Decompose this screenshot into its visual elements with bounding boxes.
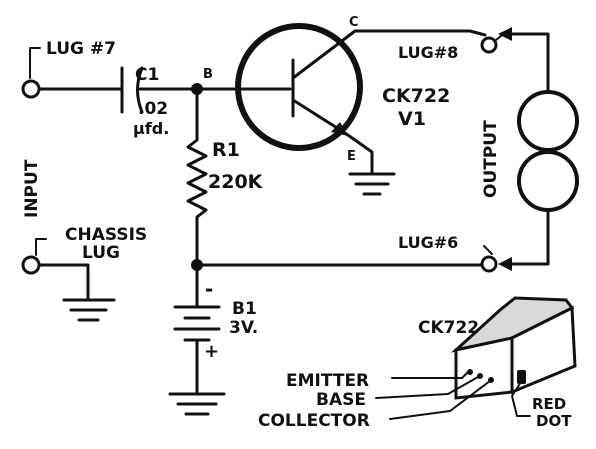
package-title-label: CK722 — [418, 318, 479, 338]
emitter-pin-label: E — [347, 149, 356, 164]
battery-b1 — [168, 263, 226, 416]
red-dot-label-line2: DOT — [536, 412, 572, 430]
lug8-label: LUG#8 — [398, 43, 458, 62]
c1-name-label: C1 — [135, 65, 159, 85]
ck722-package-drawing — [375, 296, 577, 420]
b1-value-label: 3V. — [229, 318, 258, 338]
chassis-lug-terminal — [21, 238, 116, 322]
transistor-v1 — [235, 23, 487, 196]
lug7-terminal — [21, 47, 41, 99]
headphone-output — [498, 27, 579, 271]
r1-resistor — [186, 87, 208, 267]
b1-minus-label: - — [205, 277, 213, 301]
c1-value-label: .02 — [138, 99, 168, 119]
pin-emitter-label: EMITTER — [286, 371, 369, 391]
transistor-ref-label: V1 — [398, 108, 426, 130]
transistor-type-label: CK722 — [382, 85, 450, 107]
chassis-label-line1: CHASSIS — [65, 225, 147, 245]
red-dot-label-line1: RED — [532, 395, 566, 413]
b1-plus-label: + — [204, 341, 219, 362]
pin-collector-label: COLLECTOR — [258, 411, 370, 431]
lug7-label: LUG #7 — [46, 39, 116, 59]
r1-name-label: R1 — [212, 139, 240, 161]
lug6-terminal — [480, 245, 498, 273]
b1-name-label: B1 — [232, 299, 257, 319]
base-pin-label: B — [203, 67, 213, 82]
lug6-label: LUG#6 — [398, 233, 458, 252]
collector-pin-label: C — [349, 15, 359, 30]
c1-unit-label: μfd. — [133, 119, 169, 138]
pin-base-label: BASE — [316, 390, 366, 410]
input-label: INPUT — [22, 159, 42, 218]
chassis-label-line2: LUG — [82, 243, 120, 263]
capacitor-c1 — [120, 66, 144, 114]
r1-value-label: 220K — [208, 171, 264, 193]
output-label: OUTPUT — [481, 120, 501, 198]
